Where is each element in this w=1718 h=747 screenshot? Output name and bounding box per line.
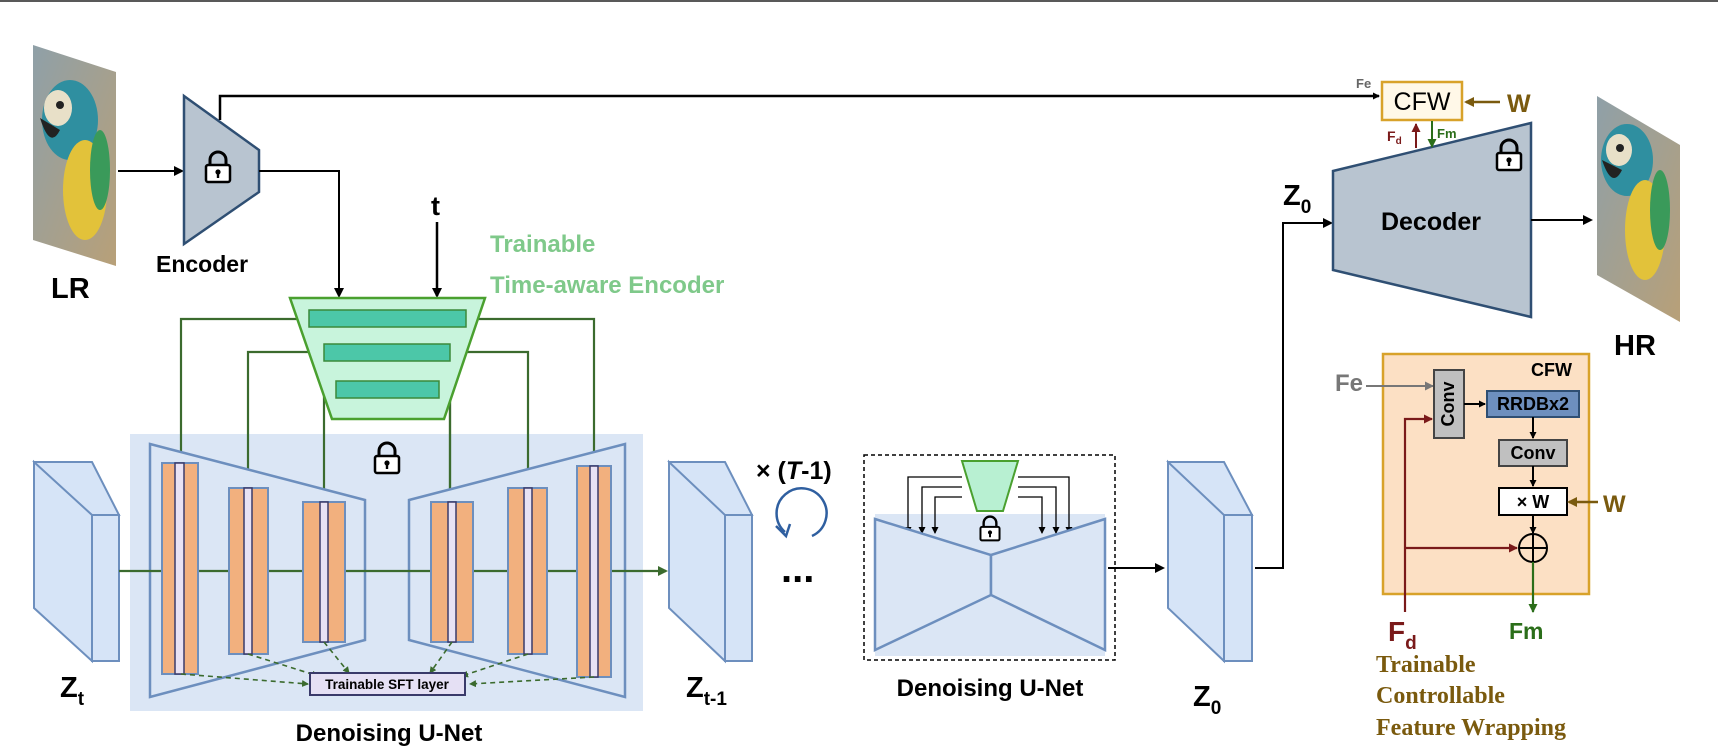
tae-layer-2	[323, 343, 451, 362]
cfw-box	[1380, 80, 1464, 122]
cfw-fm-label: Fm	[1437, 126, 1457, 141]
unet-block	[161, 462, 199, 675]
latent-z0	[1166, 459, 1254, 664]
decoder-label: Decoder	[1381, 208, 1481, 236]
encoder-to-tae-arrow	[259, 170, 344, 298]
times-w-label: × W	[1517, 492, 1550, 512]
fd-label: Fd	[1388, 616, 1417, 654]
conv-label: Conv	[1511, 443, 1556, 463]
unet-main-blocks	[161, 462, 612, 678]
hr-label: HR	[1614, 330, 1656, 362]
rrdb-block	[1486, 390, 1580, 418]
fm-output-label: Fm	[1509, 618, 1544, 644]
unet-block	[507, 487, 548, 655]
sft-layer-label: Trainable SFT layer	[325, 677, 450, 692]
unet-block	[302, 501, 346, 643]
zt-label: Zt	[60, 672, 85, 710]
latent-zt	[32, 459, 121, 664]
t-label: t	[431, 191, 440, 221]
repeat-label: × (T-1)	[756, 457, 832, 485]
tae-layer-1	[308, 309, 467, 328]
cfw-w-label: W	[1507, 90, 1531, 118]
rrdb-label: RRDBx2	[1497, 394, 1569, 414]
unet-small-up-branch	[989, 517, 1107, 652]
sft-dashed-arrows	[180, 641, 595, 688]
cfw-fe-label: Fe	[1356, 76, 1371, 91]
cycle-arrow-icon	[775, 487, 828, 539]
times-w-block	[1498, 487, 1568, 516]
parrot-image-hr	[1597, 96, 1680, 322]
latent-zt-1	[667, 459, 754, 664]
cfw-caption-line3: Feature Wrapping	[1376, 715, 1566, 741]
cfw-box-label: CFW	[1394, 88, 1451, 116]
z0-to-decoder-arrow	[1255, 218, 1333, 569]
unet-small-label: Denoising U-Net	[897, 675, 1084, 702]
plus-circle-icon	[1518, 533, 1548, 563]
unet-small-skip-lines	[904, 476, 1073, 534]
conv-vertical-block	[1433, 369, 1465, 439]
sft-layer-box	[309, 672, 466, 696]
cfw-caption-line1: Trainable	[1376, 652, 1476, 678]
cfw-fd-label: Fd	[1387, 128, 1402, 147]
zt-1-label: Zt-1	[686, 672, 727, 710]
cfw-panel-title: CFW	[1531, 360, 1572, 380]
conv-block	[1498, 439, 1568, 467]
z0-top-label: Z0	[1283, 180, 1311, 218]
panel-w-label: W	[1603, 491, 1626, 518]
z0-bottom-label: Z0	[1193, 681, 1221, 719]
decoder-block	[1331, 121, 1533, 319]
ellipsis-label: ...	[781, 547, 814, 591]
unet-block	[430, 501, 474, 643]
parrot-image-lr	[33, 45, 116, 266]
unet-block	[228, 487, 269, 655]
unet-small-tae	[960, 460, 1020, 512]
encoder-to-cfw-line	[218, 92, 1380, 120]
fe-label: Fe	[1335, 370, 1363, 397]
unet-main-label: Denoising U-Net	[296, 720, 483, 747]
conv-vertical-label: Conv	[1438, 382, 1458, 427]
tae-caption-line2: Time-aware Encoder	[490, 272, 724, 299]
encoder-label: Encoder	[156, 251, 248, 277]
tae-layer-3	[335, 380, 440, 399]
unet-block	[576, 465, 612, 678]
cfw-caption-line2: Controllable	[1376, 683, 1505, 709]
lr-label: LR	[51, 273, 90, 305]
tae-caption-line1: Trainable	[490, 231, 595, 258]
